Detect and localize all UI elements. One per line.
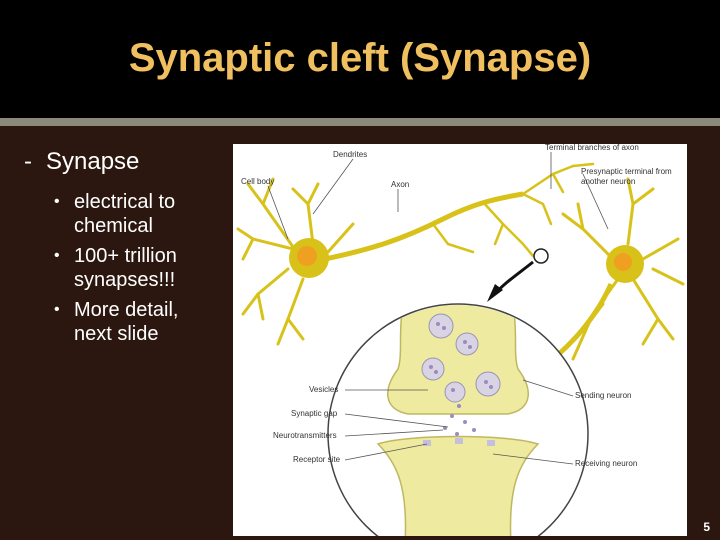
label-dendrites: Dendrites (333, 150, 367, 159)
bullet-dot-icon: • (54, 301, 60, 318)
label-receiving-neuron: Receiving neuron (575, 459, 637, 468)
label-synaptic-gap: Synaptic gap (291, 409, 338, 418)
bullet-item: • 100+ trillion synapses!!! (24, 244, 224, 292)
bullet-dot-icon: • (54, 193, 60, 210)
slide-title: Synaptic cleft (Synapse) (128, 36, 592, 80)
label-terminal-branches: Terminal branches of axon (545, 144, 639, 152)
label-presynaptic-2: another neuron (581, 177, 635, 186)
bullet-item-line: next slide (74, 323, 159, 345)
bullet-item: • electrical to chemical (24, 190, 224, 238)
bullet-item-line: synapses!!! (74, 269, 176, 291)
dash-marker: - (24, 148, 32, 175)
bullet-item-line: More detail, (74, 299, 179, 321)
bullet-item-line: electrical to (74, 191, 176, 213)
receptor-sites (423, 438, 495, 446)
zoom-marker (533, 248, 549, 264)
label-neurotransmitters: Neurotransmitters (273, 431, 337, 440)
label-receptor-site: Receptor site (293, 455, 341, 464)
axon-terminal-branches (431, 162, 595, 258)
label-sending-neuron: Sending neuron (575, 391, 632, 400)
bullet-list: - Synapse • electrical to chemical • 100… (24, 148, 224, 352)
bullet-dot-icon: • (54, 247, 60, 264)
label-leaders (267, 152, 609, 465)
bullet-item-line: chemical (74, 215, 153, 237)
label-axon: Axon (391, 180, 409, 189)
vesicles (421, 313, 501, 403)
zoom-arrowhead (487, 284, 503, 302)
receiving-terminal (376, 435, 540, 536)
bullet-item-line: 100+ trillion (74, 245, 177, 267)
synapse-illustration: Dendrites Terminal branches of axon Cell… (236, 144, 685, 536)
slide-number: 5 (703, 520, 710, 534)
bullet-main-text: Synapse (46, 148, 140, 175)
bullet-item: • More detail, next slide (24, 298, 224, 346)
zoom-circle (327, 303, 589, 536)
label-vesicles: Vesicles (309, 385, 338, 394)
label-cell-body: Cell body (241, 177, 274, 186)
right-neuron-dendrites (561, 177, 685, 361)
bullet-main: - Synapse (24, 148, 224, 176)
left-neuron-dendrites (236, 177, 355, 346)
label-presynaptic-1: Presynaptic terminal from (581, 167, 672, 176)
synapse-figure: Dendrites Terminal branches of axon Cell… (233, 144, 687, 536)
left-nucleus (297, 246, 317, 266)
title-divider (0, 118, 720, 126)
right-nucleus (614, 253, 632, 271)
axon (324, 191, 524, 262)
title-bar (0, 0, 720, 118)
